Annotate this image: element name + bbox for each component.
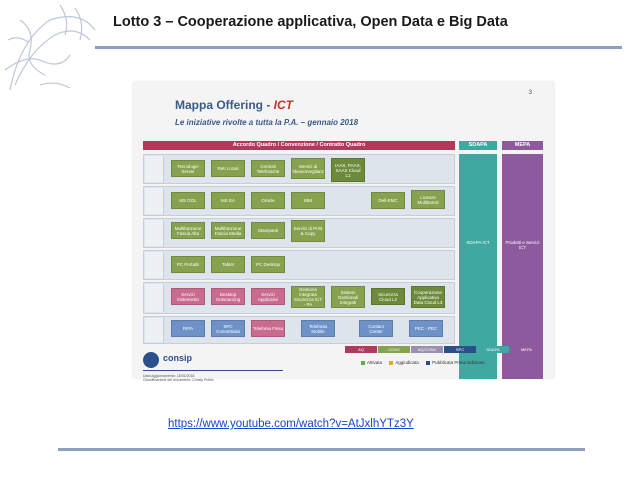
footnote-line: Classificazione del documento: Consip Pu… bbox=[143, 378, 214, 382]
sdapa-column-label: SDAPA ICT bbox=[466, 240, 490, 245]
offering-tile: Oracle bbox=[251, 192, 285, 209]
offering-page-number: 3 bbox=[528, 90, 532, 96]
offering-tile: PC Portatili bbox=[171, 256, 205, 273]
offering-tile: Servizi Sistemistici bbox=[171, 288, 205, 305]
offering-footnote: Data Aggiornamento: 15/01/2018 Classific… bbox=[143, 374, 214, 382]
offering-tile: Multifunzione Fascia Alta bbox=[171, 222, 205, 239]
offering-tile: Desktop Outsourcing bbox=[211, 288, 245, 305]
status-legend: Attivata Aggiudicata Pubblicata Prima Ed… bbox=[355, 360, 485, 365]
legend-item: MEPA bbox=[510, 346, 543, 353]
legend-item: SDAPA bbox=[477, 346, 509, 353]
offering-tile: Sicurezza Cloud L2 bbox=[371, 288, 405, 305]
offering-tile: Cooperazione Applicativa Data Cloud L3 bbox=[411, 286, 445, 308]
legend-item: SPC bbox=[444, 346, 476, 353]
offering-tile: Tecnologie Server bbox=[171, 160, 205, 177]
youtube-link[interactable]: https://www.youtube.com/watch?v=AtJxlhYT… bbox=[168, 418, 414, 430]
legend-item: CONV bbox=[378, 346, 410, 353]
sdapa-column: SDAPA ICT bbox=[459, 154, 497, 379]
status-dot-icon bbox=[389, 360, 394, 365]
offering-tile: Telefonia Mobile bbox=[301, 320, 335, 337]
offering-tile: PC Desktop bbox=[251, 256, 285, 273]
row-icon-print-copy bbox=[145, 220, 164, 246]
offering-title-main: Mappa Offering - bbox=[175, 98, 274, 112]
header-sdapa: SDAPA bbox=[459, 141, 497, 150]
offering-tile: SPC Connettività bbox=[211, 320, 245, 337]
row-icon-infrastructure bbox=[145, 156, 164, 182]
lion-emblem-logo bbox=[4, 4, 96, 91]
offering-tile: Servizi Applicativi bbox=[251, 288, 285, 305]
slide-title: Lotto 3 – Cooperazione applicativa, Open… bbox=[113, 14, 508, 30]
row-icon-connettivita bbox=[145, 318, 164, 342]
offering-tile: Centrali Telefoniche bbox=[251, 160, 285, 177]
offering-title-accent: ICT bbox=[273, 98, 294, 112]
offering-tile: IAAS, PAAS, SAAS Cloud L1 bbox=[331, 158, 365, 182]
consip-brand: consip bbox=[163, 353, 193, 363]
mepa-column-label: Prodotti e Servizi ICT bbox=[505, 240, 540, 250]
legend-item: AQ bbox=[345, 346, 377, 353]
mepa-column: Prodotti e Servizi ICT bbox=[502, 154, 543, 379]
offering-tile: Multifunzione Fascia Media bbox=[211, 222, 245, 239]
legend-bar: AQ CONV AQ/CONV SPC SDAPA MEPA bbox=[345, 346, 543, 353]
offering-tile: PEC - PEC bbox=[409, 320, 443, 337]
footnote-line: Data Aggiornamento: 15/01/2018 bbox=[143, 374, 195, 378]
offering-tile: Contact Center bbox=[359, 320, 393, 337]
offering-tile: Reti Locali bbox=[211, 160, 245, 177]
offering-tile: MS EA bbox=[211, 192, 245, 209]
row-icon-client-computing bbox=[145, 252, 164, 278]
offering-tile: IBM bbox=[291, 192, 325, 209]
offering-tile: RIPA bbox=[171, 320, 205, 337]
offering-map-image: 3 Mappa Offering - ICT Le iniziative riv… bbox=[133, 82, 554, 382]
title-divider bbox=[95, 46, 622, 49]
offering-tile: Tablet bbox=[211, 256, 245, 273]
footer-divider bbox=[58, 448, 585, 451]
brand-divider bbox=[143, 370, 283, 371]
status-dot-icon bbox=[426, 360, 431, 365]
offering-tile: Servizi di Print & Copy bbox=[291, 220, 325, 242]
offering-tile: Servizi di Videosorveglianza bbox=[291, 158, 325, 179]
status-legend-label: Attivata bbox=[367, 360, 383, 365]
header-mepa: MEPA bbox=[502, 141, 543, 150]
offering-tile: MS GOL bbox=[171, 192, 205, 209]
offering-subtitle: Le iniziative rivolte a tutta la P.A. – … bbox=[175, 118, 359, 127]
legend-item: AQ/CONV bbox=[411, 346, 443, 353]
status-dot-icon bbox=[361, 360, 365, 365]
header-accordo-quadro: Accordo Quadro / Convenzione / Contratto… bbox=[143, 141, 455, 150]
row-icon-software bbox=[145, 188, 164, 214]
offering-tile: Stampanti bbox=[251, 222, 285, 239]
offering-tile: Sistemi Gestionali Integrati bbox=[331, 286, 365, 308]
offering-tile: Licenze Multibrand bbox=[411, 190, 445, 209]
consip-logo-icon bbox=[143, 352, 159, 368]
offering-tile: Telefonia Fissa bbox=[251, 320, 285, 337]
offering-title: Mappa Offering - ICT bbox=[175, 98, 293, 112]
status-legend-label: Aggiudicata bbox=[395, 360, 419, 365]
offering-tile: Gestione Integrata Sicurezza ICT - PA bbox=[291, 286, 325, 308]
status-legend-label: Pubblicata Prima Edizione bbox=[432, 360, 485, 365]
row-icon-servizi-applicativi bbox=[145, 284, 164, 312]
offering-tile: Dell-EMC bbox=[371, 192, 405, 209]
